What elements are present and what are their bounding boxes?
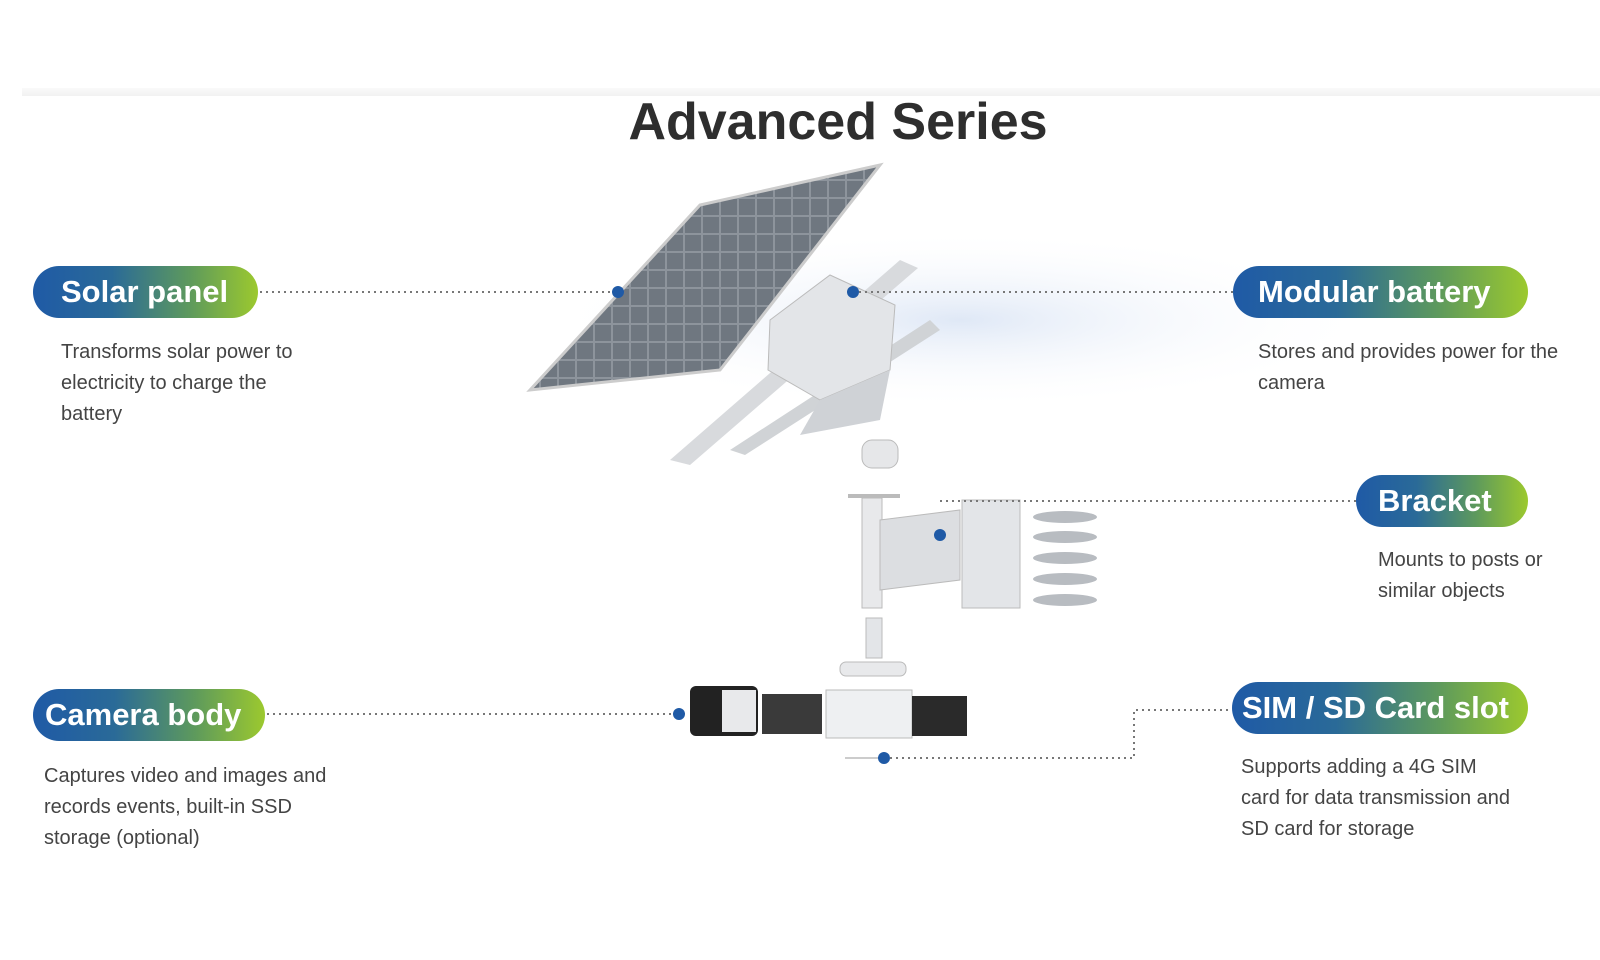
sim-sd-marker	[878, 752, 890, 764]
bracket-description: Mounts to posts or similar objects	[1378, 549, 1543, 602]
bracket-label: Bracket	[1356, 475, 1528, 527]
sim-sd-card-slot-label: SIM / SD Card slot	[1232, 682, 1528, 734]
camera-image	[690, 661, 967, 759]
solar-panel-description: Transforms solar power to electricity to…	[61, 341, 293, 425]
modular-battery-description: Stores and provides power for the camera	[1258, 341, 1559, 394]
bracket-image	[848, 439, 1097, 659]
connector-lines	[260, 291, 1356, 759]
solar-panel-label: Solar panel	[33, 266, 258, 318]
battery-image	[767, 274, 896, 435]
camera-body-description: Captures video and images and records ev…	[44, 765, 327, 849]
sim-sd-card-slot-description: Supports adding a 4G SIM card for data t…	[1241, 756, 1511, 840]
camera-body-label: Camera body	[33, 689, 265, 741]
bracket-marker	[934, 529, 946, 541]
page-title: Advanced Series	[628, 93, 1048, 151]
solar-panel-marker	[612, 286, 624, 298]
battery-marker	[847, 286, 859, 298]
top-band	[22, 88, 1600, 96]
camera-body-marker	[673, 708, 685, 720]
modular-battery-label: Modular battery	[1233, 266, 1528, 318]
